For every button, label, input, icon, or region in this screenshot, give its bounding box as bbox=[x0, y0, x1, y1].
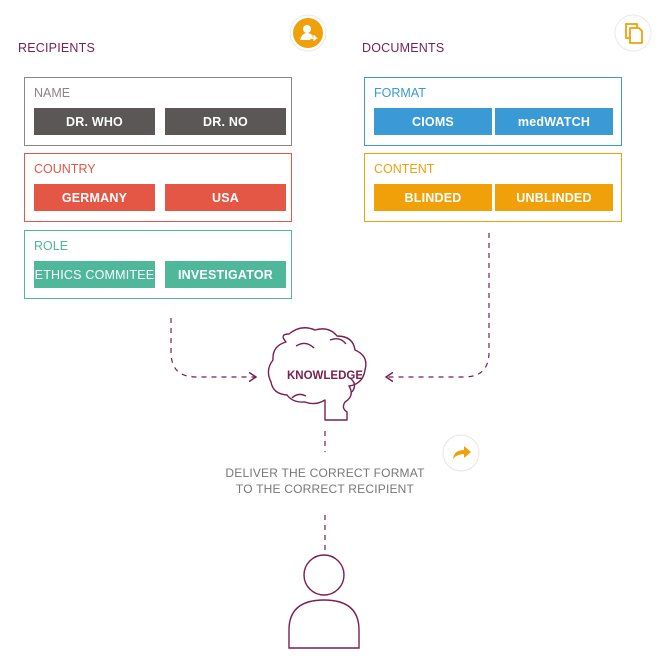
option-ethics-committee[interactable]: ETHICS COMMITEE bbox=[34, 261, 155, 288]
recipients-connector bbox=[170, 318, 256, 377]
brain-icon bbox=[267, 327, 367, 421]
forward-arrow-icon bbox=[442, 434, 480, 472]
person-icon bbox=[288, 554, 360, 649]
option-investigator[interactable]: INVESTIGATOR bbox=[165, 261, 286, 288]
deliver-line-2: TO THE CORRECT RECIPIENT bbox=[235, 482, 415, 496]
name-panel: NAME DR. WHO DR. NO bbox=[24, 77, 292, 146]
option-dr-who[interactable]: DR. WHO bbox=[34, 108, 155, 135]
option-cioms[interactable]: CIOMS bbox=[374, 108, 492, 135]
format-panel: FORMAT CIOMS medWATCH bbox=[364, 77, 622, 146]
country-panel: COUNTRY GERMANY USA bbox=[24, 153, 292, 222]
document-copy-icon bbox=[614, 14, 652, 52]
format-label: FORMAT bbox=[374, 86, 426, 100]
knowledge-label: KNOWLEDGE bbox=[286, 370, 364, 382]
user-share-icon bbox=[289, 14, 327, 52]
option-germany[interactable]: GERMANY bbox=[34, 184, 155, 211]
country-label: COUNTRY bbox=[34, 162, 96, 176]
option-unblinded[interactable]: UNBLINDED bbox=[495, 184, 613, 211]
recipients-heading: RECIPIENTS bbox=[18, 41, 96, 55]
option-usa[interactable]: USA bbox=[165, 184, 286, 211]
option-dr-no[interactable]: DR. NO bbox=[165, 108, 286, 135]
deliver-text: DELIVER THE CORRECT FORMAT TO THE CORREC… bbox=[200, 465, 450, 497]
content-panel: CONTENT BLINDED UNBLINDED bbox=[364, 153, 622, 222]
documents-connector bbox=[386, 233, 490, 377]
documents-heading: DOCUMENTS bbox=[362, 41, 445, 55]
name-label: NAME bbox=[34, 86, 71, 100]
content-label: CONTENT bbox=[374, 162, 435, 176]
option-medwatch[interactable]: medWATCH bbox=[495, 108, 613, 135]
deliver-line-1: DELIVER THE CORRECT FORMAT bbox=[225, 466, 425, 480]
option-blinded[interactable]: BLINDED bbox=[374, 184, 492, 211]
role-panel: ROLE ETHICS COMMITEE INVESTIGATOR bbox=[24, 230, 292, 299]
role-label: ROLE bbox=[34, 239, 69, 253]
